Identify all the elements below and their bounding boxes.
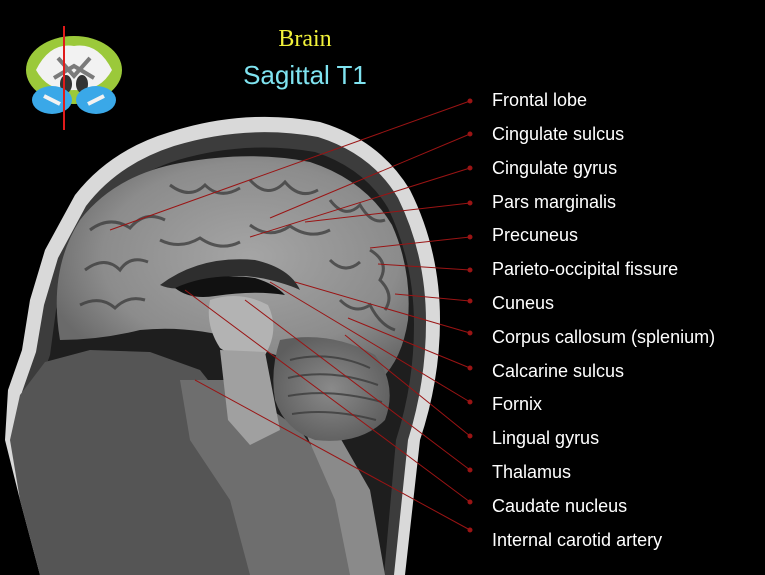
lateral-ventricle: [175, 276, 285, 297]
leader-line-corpus-callosum: [294, 281, 471, 334]
thalamus-region: [208, 296, 274, 358]
label-calcarine-sulcus: Calcarine sulcus: [492, 361, 625, 381]
label-cingulate-gyrus: Cingulate gyrus: [492, 158, 618, 178]
leader-line-pars-marginalis: [304, 202, 471, 223]
leader-line-frontal-lobe: [109, 100, 471, 231]
label-lingual-gyrus: Lingual gyrus: [492, 428, 600, 448]
label-thalamus: Thalamus: [492, 462, 572, 482]
label-frontal-lobe: Frontal lobe: [492, 90, 588, 110]
gyri-folds: [79, 178, 396, 332]
brainstem: [220, 350, 280, 445]
label-fornix: Fornix: [492, 394, 543, 414]
leader-line-parieto-occipital-fissure: [377, 263, 471, 271]
label-precuneus: Precuneus: [492, 225, 579, 245]
leader-line-precuneus: [369, 236, 471, 249]
figure-subtitle: Sagittal T1: [243, 60, 367, 90]
leader-line-fornix: [269, 281, 471, 403]
neck-tissue: [180, 380, 360, 575]
leader-line-thalamus: [244, 299, 471, 471]
leader-line-lingual-gyrus: [344, 334, 471, 437]
label-caudate-nucleus: Caudate nucleus: [492, 496, 628, 516]
label-cingulate-sulcus: Cingulate sulcus: [492, 124, 625, 144]
cerebellum: [273, 337, 390, 441]
leader-line-caudate-nucleus: [184, 289, 471, 503]
figure-title: Brain: [278, 26, 332, 52]
leader-line-cuneus: [394, 293, 471, 302]
leader-line-calcarine-sulcus: [347, 317, 471, 369]
coronal-section-icon: [26, 26, 122, 130]
label-cuneus: Cuneus: [492, 293, 555, 313]
leader-line-cingulate-sulcus: [269, 133, 471, 219]
leader-lines: [109, 98, 473, 533]
label-pars-marginalis: Pars marginalis: [492, 192, 617, 212]
leader-line-internal-carotid-artery: [194, 379, 471, 531]
spinal-column: [300, 420, 385, 575]
label-corpus-callosum-splenium: Corpus callosum (splenium): [492, 327, 716, 347]
label-internal-carotid-artery: Internal carotid artery: [492, 530, 663, 550]
leader-line-cingulate-gyrus: [249, 167, 471, 238]
cerebellar-folia: [287, 355, 383, 421]
label-parieto-occipital-fissure: Parieto-occipital fissure: [492, 259, 679, 279]
